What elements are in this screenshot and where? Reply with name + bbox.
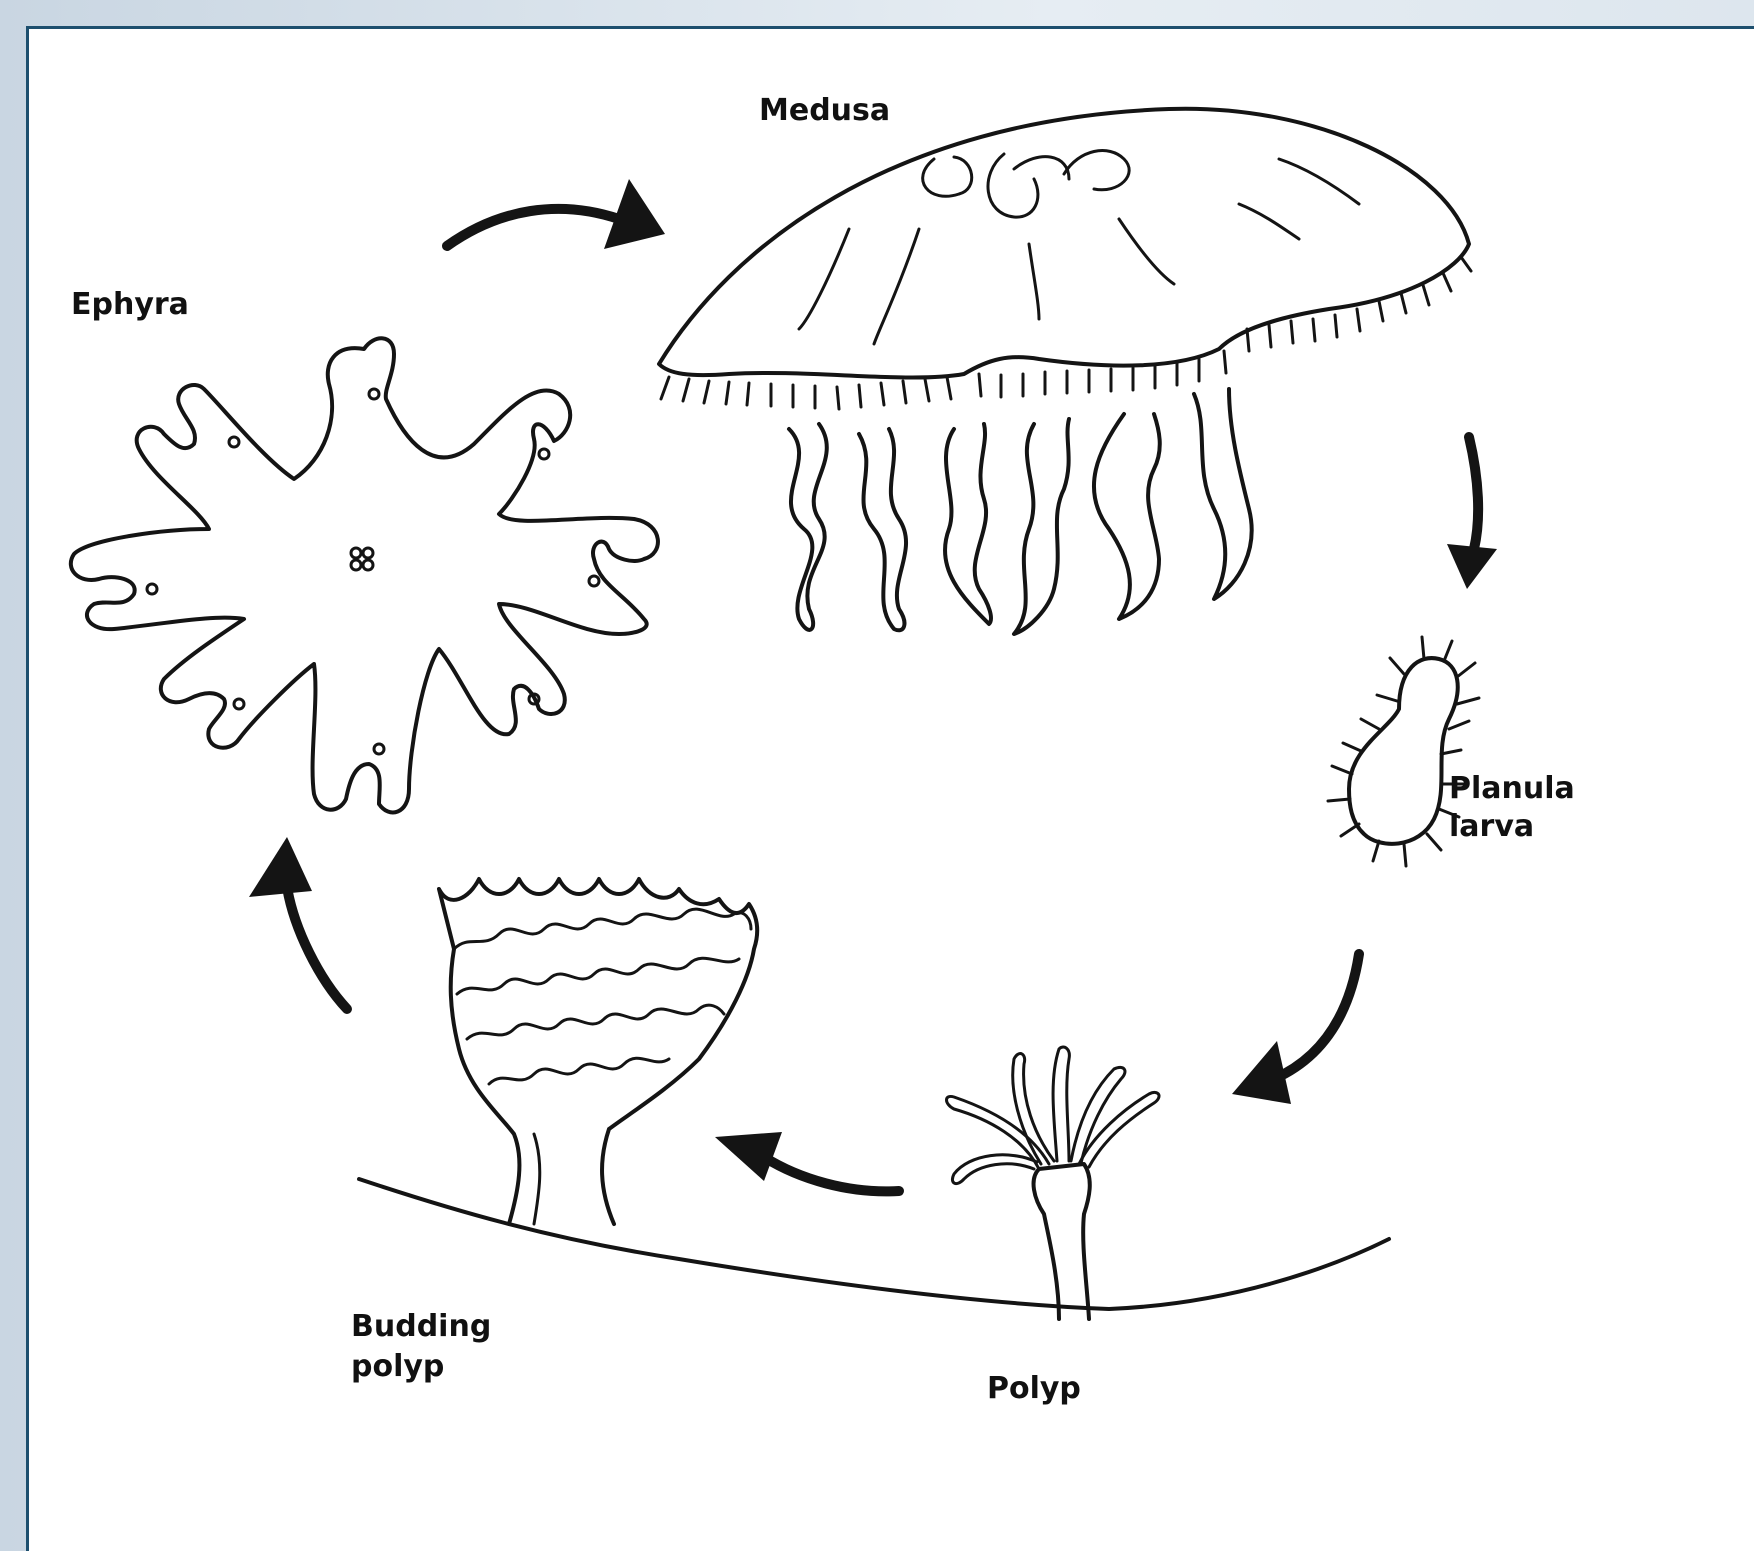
budding-polyp-drawing (439, 879, 757, 1224)
label-polyp: Polyp (987, 1369, 1081, 1409)
label-medusa: Medusa (759, 91, 890, 131)
arrow-polyp-to-budding (715, 1132, 899, 1191)
label-planula-line1: Planula (1449, 769, 1575, 809)
label-budding-line2: polyp (351, 1347, 444, 1387)
arrow-planula-to-polyp (1232, 954, 1359, 1104)
ephyra-drawing (71, 338, 658, 812)
label-ephyra: Ephyra (71, 285, 189, 325)
arrow-ephyra-to-medusa (447, 179, 665, 249)
label-planula-line2: larva (1449, 807, 1534, 847)
medusa-drawing (659, 109, 1471, 634)
arrow-budding-to-ephyra (249, 837, 347, 1009)
label-budding-line1: Budding (351, 1307, 491, 1347)
polyp-drawing (947, 1047, 1160, 1319)
diagram-panel: Medusa Ephyra Planula larva Budding poly… (26, 26, 1754, 1551)
arrow-medusa-to-planula (1447, 437, 1497, 589)
